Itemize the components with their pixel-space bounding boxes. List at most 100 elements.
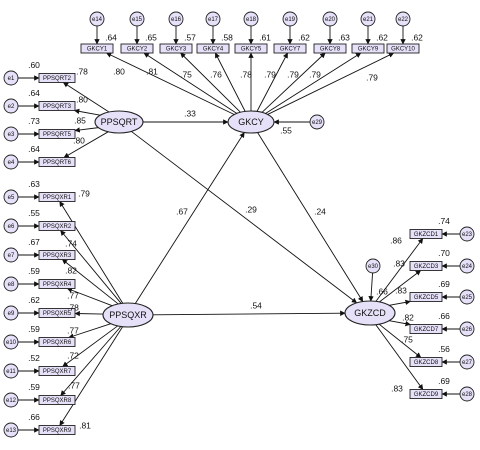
- loading-label: .77: [68, 380, 80, 390]
- indicator-box: [313, 43, 347, 54]
- error-label: e1: [8, 76, 15, 82]
- error-circle: [459, 321, 475, 337]
- indicator-box: [38, 221, 76, 231]
- r-squared-label: .62: [376, 32, 388, 42]
- indicator-box: [273, 43, 307, 54]
- loading-label: .76: [210, 69, 222, 79]
- loading-label: .85: [74, 115, 86, 125]
- error-label: e7: [8, 253, 15, 259]
- error-circle: [168, 11, 184, 27]
- r-squared-label: .55: [28, 208, 40, 218]
- loading-arrow: [66, 287, 113, 307]
- latent-label: GKCY: [238, 117, 264, 127]
- error-label: e17: [208, 17, 219, 23]
- latent-gkzcd: [344, 300, 396, 326]
- r-squared-label: .55: [280, 125, 292, 135]
- loading-label: .74: [65, 238, 77, 248]
- r-squared-label: .74: [438, 216, 450, 226]
- r-squared-label: .66: [28, 412, 40, 422]
- error-circle: [459, 226, 475, 242]
- structural-path-arrow: [152, 310, 346, 316]
- latent-label: PPSQRT: [101, 117, 138, 127]
- indicator-label: GKZCD3: [414, 264, 439, 270]
- error-circle: [459, 386, 475, 402]
- loading-label: .78: [67, 302, 79, 312]
- indicator-label: GKCY10: [391, 47, 415, 53]
- loading-arrow: [59, 201, 124, 304]
- indicator-box: [234, 43, 268, 54]
- error-circle: [3, 305, 19, 321]
- loading-arrow: [63, 131, 109, 158]
- r-squared-label: .62: [28, 295, 40, 305]
- loading-arrow: [375, 324, 424, 390]
- r-squared-label: .59: [28, 324, 40, 334]
- loading-arrow: [62, 325, 118, 367]
- loading-arrow: [180, 52, 241, 113]
- error-label: e14: [92, 17, 103, 23]
- path-coefficient-label: .54: [250, 300, 262, 310]
- loading-label: .75: [401, 334, 413, 344]
- loading-arrow: [61, 259, 119, 305]
- indicator-box: [38, 129, 76, 139]
- r-squared-label: .69: [438, 376, 450, 386]
- error-label: e10: [6, 340, 17, 346]
- indicator-box: [409, 324, 443, 334]
- loading-label: .78: [76, 66, 88, 76]
- error-circle: [3, 392, 19, 408]
- indicator-box: [38, 73, 76, 83]
- indicator-label: GKZCD5: [414, 295, 439, 301]
- r-squared-label: .57: [184, 32, 196, 42]
- indicator-box: [159, 43, 193, 54]
- loading-arrow: [389, 299, 411, 306]
- error-circle: [3, 154, 19, 170]
- path-coefficient-label: .33: [184, 108, 196, 118]
- indicator-label: PPSQXR3: [43, 253, 72, 259]
- error-label: e16: [171, 17, 182, 23]
- indicator-label: GKCY5: [241, 47, 262, 53]
- coefficient-layer: .64.80.65.81.57.75.58.76.61.78.62.79.63.…: [28, 32, 450, 430]
- indicator-label: PPSQXR5: [43, 311, 72, 317]
- r-squared-label: .64: [28, 144, 40, 154]
- r-squared-label: .64: [28, 88, 40, 98]
- loading-label: .75: [180, 69, 192, 79]
- indicator-box: [120, 43, 154, 54]
- error-circle: [243, 11, 259, 27]
- loading-arrow: [74, 127, 99, 133]
- error-label: e20: [325, 17, 336, 23]
- loading-label: .81: [146, 66, 158, 76]
- r-squared-label: .59: [28, 266, 40, 276]
- r-squared-label: .63: [28, 179, 40, 189]
- error-label: e26: [462, 327, 473, 333]
- loading-label: .80: [76, 94, 88, 104]
- loading-label: .79: [366, 72, 378, 82]
- latent-ppsqxr: [102, 302, 154, 328]
- loading-label: .82: [65, 265, 77, 275]
- loading-label: .79: [264, 69, 276, 79]
- latent-ppsqrt: [94, 110, 144, 134]
- indicator-label: GKCY1: [87, 47, 108, 53]
- loading-arrow: [378, 323, 422, 358]
- loading-label: .82: [402, 312, 414, 322]
- path-coefficient-label: .24: [314, 206, 326, 216]
- r-squared-label: .52: [28, 353, 40, 363]
- latent-label: PPSQXR: [109, 310, 147, 320]
- indicator-label: PPSQRT5: [43, 132, 72, 138]
- indicator-label: GKZCD1: [414, 232, 439, 238]
- error-circle: [3, 276, 19, 292]
- error-label: e9: [8, 311, 15, 317]
- indicator-box: [409, 292, 443, 302]
- indicator-label: GKZCD7: [414, 327, 439, 333]
- indicator-box: [38, 366, 76, 376]
- indicator-box: [196, 43, 230, 54]
- indicator-label: PPSQXR4: [43, 282, 72, 288]
- error-label: e11: [6, 369, 16, 375]
- loading-arrow: [261, 52, 326, 113]
- error-circle: [3, 70, 19, 86]
- indicator-label: PPSQRT6: [43, 160, 72, 166]
- loading-label: .79: [287, 69, 299, 79]
- r-squared-label: .66: [438, 311, 450, 321]
- loading-arrow: [60, 230, 122, 304]
- loading-label: .83: [391, 383, 403, 393]
- disturbance-circle: [309, 114, 325, 130]
